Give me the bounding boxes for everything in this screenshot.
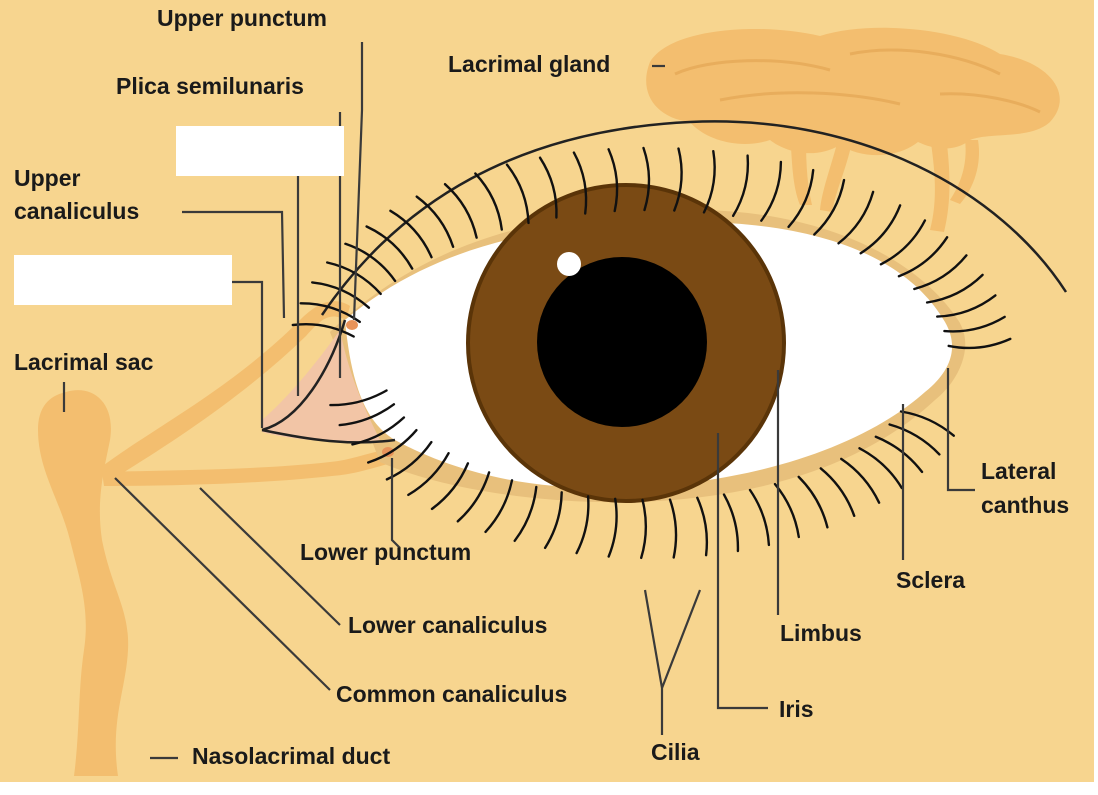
upper-eyelash (572, 151, 588, 215)
label-upper-punctum: Upper punctum (157, 5, 327, 31)
upper-eyelash (538, 156, 558, 219)
upper-eyelash (813, 178, 846, 236)
upper-eyelash (760, 160, 783, 222)
lower-eyelash (484, 479, 514, 534)
upper-eyelash (642, 146, 651, 212)
label-lower-punctum: Lower punctum (300, 539, 471, 565)
lower-eyelash (858, 447, 903, 490)
lower-eyelash (696, 496, 709, 557)
lower-eyelash (748, 488, 771, 547)
lower-eyelash (874, 435, 924, 474)
upper-eyelash (443, 183, 478, 239)
label-upper-canaliculus-line2: canaliculus (14, 198, 139, 224)
upper-eyelash (389, 209, 433, 259)
upper-eyelash (947, 337, 1012, 350)
lower-eyelash (338, 403, 396, 427)
lower-eyelashes (329, 389, 955, 560)
label-lateral-canthus-line2: canthus (981, 492, 1069, 518)
upper-eyelashes (291, 146, 1012, 350)
lower-eyelash (351, 416, 406, 446)
lower-eyelash (575, 495, 590, 555)
lower-eyelash (797, 475, 829, 529)
upper-eyelash (505, 163, 530, 225)
lower-eyelash (668, 498, 678, 559)
upper-eyelash (415, 195, 455, 248)
lower-eyelash (329, 389, 388, 407)
limbus-ring (466, 183, 786, 503)
pupil-shape (537, 257, 707, 427)
upper-eyelash (925, 273, 984, 304)
lower-eyelash (819, 467, 856, 517)
upper-eyelash (859, 204, 902, 255)
lower-eyelash (407, 452, 450, 497)
upper-eyelash (879, 219, 927, 266)
upper-eyelash (837, 190, 875, 245)
upper-eyelash (607, 148, 619, 213)
upper-eyelash (936, 294, 997, 318)
upper-eyelash (474, 172, 503, 231)
corneal-highlight (557, 252, 581, 276)
label-sclera: Sclera (896, 567, 965, 593)
blank-label-box-2[interactable] (14, 255, 232, 305)
label-upper-canaliculus-line1: Upper (14, 165, 81, 191)
lower-eyelash (722, 493, 740, 553)
bottom-margin (0, 782, 1098, 790)
label-common-canaliculus: Common canaliculus (336, 681, 567, 707)
upper-eyelash (897, 236, 949, 278)
upper-eyelash (731, 154, 750, 218)
blank-label-box-1[interactable] (176, 126, 344, 176)
lower-eyelash (840, 457, 881, 504)
label-nasolacrimal-duct: Nasolacrimal duct (192, 743, 390, 769)
lower-eyelash (899, 410, 955, 437)
lower-eyelash (888, 423, 941, 456)
upper-eyelash (673, 147, 683, 212)
upper-eyelash (365, 225, 414, 270)
lower-eyelash (367, 429, 418, 464)
label-iris: Iris (779, 696, 814, 722)
lower-eyelash (543, 491, 563, 550)
upper-eyelash (943, 315, 1006, 333)
lower-eyelash (513, 485, 538, 542)
lacrimal-drainage-shape (38, 301, 388, 776)
lower-eyelash (430, 462, 470, 511)
label-lacrimal-gland: Lacrimal gland (448, 51, 610, 77)
upper-eyelash (787, 168, 815, 229)
upper-eyelash (344, 242, 397, 283)
upper-eyelash (702, 150, 716, 214)
lower-eyelash (607, 497, 618, 558)
upper-lid-crease (320, 120, 1068, 316)
label-limbus: Limbus (780, 620, 862, 646)
label-cilia: Cilia (651, 739, 700, 765)
lower-eyelash (456, 471, 491, 523)
label-lower-canaliculus: Lower canaliculus (348, 612, 547, 638)
label-lateral-canthus-line1: Lateral (981, 458, 1056, 484)
upper-eyelash (913, 254, 968, 291)
label-plica-semilunaris: Plica semilunaris (116, 73, 304, 99)
lower-eyelash (640, 498, 648, 560)
upper-eyelash (311, 281, 371, 309)
upper-punctum-dot (346, 320, 358, 330)
label-lacrimal-sac: Lacrimal sac (14, 349, 154, 375)
